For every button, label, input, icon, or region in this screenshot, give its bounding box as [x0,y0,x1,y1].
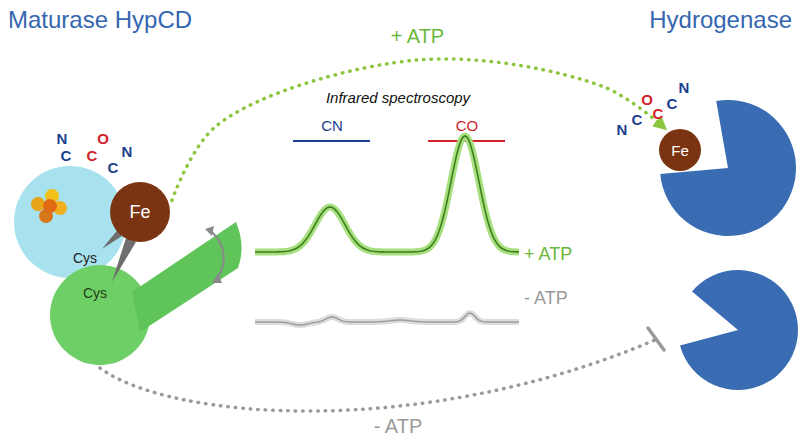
node-outline [14,166,126,278]
spectrum-glow [255,136,519,252]
node-shape [14,166,126,278]
ligand-atom: N [617,122,628,138]
fes-cluster [43,199,57,213]
ligand-atom: N [57,131,68,147]
condition-label: + ATP [524,245,572,264]
ligand-atom: C [632,112,643,128]
hydrogenase-apo-shape [680,270,798,390]
spectrum-minus-atp [255,313,519,325]
condition-label: - ATP [524,289,568,308]
fes-cluster [31,197,45,211]
hypc-protein: Cys [50,265,150,365]
ligand-atom: N [679,80,690,96]
band-label: CN [321,118,343,134]
method-label: Infrared spectroscopy [326,90,470,106]
hypd-protein: Cys [14,166,126,278]
transfer-arrow [172,59,663,200]
ligand-atom: C [653,106,664,122]
motion-arrowhead [212,273,222,283]
node-outline [110,182,170,242]
ligand-atom: C [87,148,98,164]
ligand-atom: C [667,96,678,112]
ligand-atom: O [641,92,653,108]
iron-center: Fe [110,182,170,242]
panel-heading: Maturase HypCD [8,7,192,32]
no-transfer-path [100,340,655,411]
spectrum-glow [255,313,519,325]
ligand-atom: C [108,160,119,176]
spectrum-plus-atp [255,136,519,252]
element-symbol: Fe [671,143,689,158]
iron-center: Fe [659,129,701,171]
node-shape [50,265,150,365]
node-outline [50,265,150,365]
band-label: CO [456,118,479,134]
motion-arrowhead [205,226,214,236]
residue-label: Cys [73,251,97,265]
inhibition-bar [648,328,664,350]
ligand-atom: O [97,131,109,147]
motion-arrow [212,232,224,278]
cys-bond [112,238,136,282]
spectra [255,136,519,325]
condition-label: - ATP [374,416,423,437]
node-outline [659,129,701,171]
residue-label: Cys [83,286,107,300]
panel-heading: Hydrogenase [649,7,792,32]
element-symbol: Fe [129,203,150,221]
ligand-atom: N [122,144,133,160]
ligand-atom: C [61,148,72,164]
cn-range-line [293,140,370,142]
edge-label: + ATP [387,25,449,47]
